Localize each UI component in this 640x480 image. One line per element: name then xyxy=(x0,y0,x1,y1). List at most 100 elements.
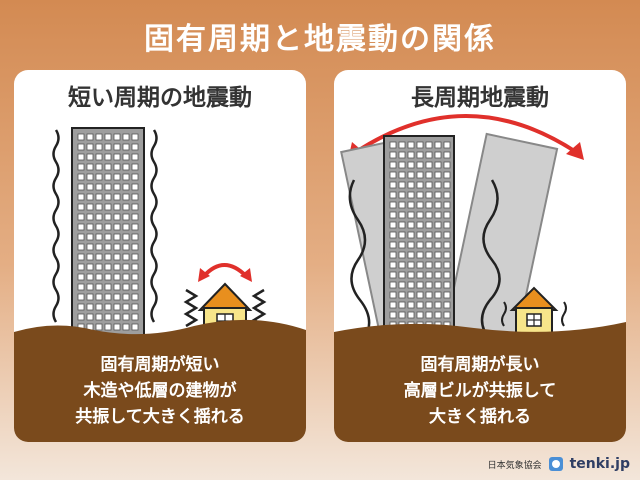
building-window xyxy=(434,211,442,219)
building-window xyxy=(443,231,451,239)
building-window xyxy=(95,303,103,311)
building-window xyxy=(416,141,424,149)
building-window xyxy=(77,233,85,241)
building-window xyxy=(113,163,121,171)
building-window xyxy=(95,263,103,271)
building-window xyxy=(77,303,85,311)
building-window xyxy=(398,251,406,259)
building-window xyxy=(407,201,415,209)
building-window xyxy=(416,221,424,229)
building-window xyxy=(122,303,130,311)
ground xyxy=(334,322,626,442)
tall-building-icon xyxy=(383,135,455,345)
building-window xyxy=(443,141,451,149)
building-window xyxy=(86,183,94,191)
building-window xyxy=(86,143,94,151)
building-window xyxy=(434,241,442,249)
building-window xyxy=(398,281,406,289)
building-window xyxy=(434,281,442,289)
building-window xyxy=(104,273,112,281)
building-window xyxy=(86,173,94,181)
building-window xyxy=(104,263,112,271)
building-window xyxy=(122,263,130,271)
building-window xyxy=(113,293,121,301)
building-window xyxy=(104,193,112,201)
building-window xyxy=(398,301,406,309)
building-window xyxy=(398,231,406,239)
building-window xyxy=(398,291,406,299)
building-window xyxy=(389,181,397,189)
building-window xyxy=(95,243,103,251)
building-window xyxy=(434,291,442,299)
building-window xyxy=(443,151,451,159)
building-window xyxy=(122,133,130,141)
building-window xyxy=(416,281,424,289)
building-window xyxy=(407,191,415,199)
building-window xyxy=(122,283,130,291)
short-period-caption: 固有周期が短い 木造や低層の建物が 共振して大きく揺れる xyxy=(14,352,306,430)
building-window xyxy=(416,181,424,189)
building-window xyxy=(434,271,442,279)
brand-name[interactable]: tenki.jp xyxy=(569,456,630,472)
building-window xyxy=(95,163,103,171)
building-window xyxy=(104,213,112,221)
building-window xyxy=(86,243,94,251)
building-window xyxy=(77,213,85,221)
building-window xyxy=(443,181,451,189)
building-window xyxy=(398,211,406,219)
tenki-logo-icon xyxy=(548,457,563,471)
building-window xyxy=(131,293,139,301)
building-window xyxy=(425,171,433,179)
building-window xyxy=(131,203,139,211)
building-window xyxy=(113,303,121,311)
building-window xyxy=(407,221,415,229)
caption-line: 大きく揺れる xyxy=(429,407,531,427)
building-window xyxy=(122,183,130,191)
building-window xyxy=(131,313,139,321)
building-window xyxy=(104,133,112,141)
building-window xyxy=(398,191,406,199)
building-window xyxy=(113,223,121,231)
building-window xyxy=(95,213,103,221)
building-window xyxy=(77,203,85,211)
building-window xyxy=(425,191,433,199)
building-window xyxy=(416,151,424,159)
building-window xyxy=(434,251,442,259)
building-window xyxy=(398,261,406,269)
building-window xyxy=(104,203,112,211)
building-window xyxy=(122,293,130,301)
building-window xyxy=(104,283,112,291)
building-window xyxy=(122,153,130,161)
building-window xyxy=(416,231,424,239)
building-window xyxy=(425,271,433,279)
short-period-heading: 短い周期の地震動 xyxy=(68,85,252,111)
building-window xyxy=(104,153,112,161)
building-window xyxy=(95,313,103,321)
building-window xyxy=(95,183,103,191)
building-window xyxy=(398,161,406,169)
building-window xyxy=(77,183,85,191)
building-window xyxy=(389,301,397,309)
building-window xyxy=(77,273,85,281)
building-window xyxy=(389,281,397,289)
building-window xyxy=(131,143,139,151)
building-window xyxy=(95,233,103,241)
building-window xyxy=(131,263,139,271)
building-window xyxy=(113,283,121,291)
building-window xyxy=(122,213,130,221)
building-window xyxy=(113,243,121,251)
building-window xyxy=(122,243,130,251)
building-window xyxy=(77,173,85,181)
building-window xyxy=(443,201,451,209)
building-window xyxy=(434,301,442,309)
building-window xyxy=(434,161,442,169)
building-window xyxy=(434,261,442,269)
building-window xyxy=(86,193,94,201)
building-window xyxy=(425,311,433,319)
building-window xyxy=(122,273,130,281)
building-window xyxy=(416,191,424,199)
building-window xyxy=(113,233,121,241)
building-window xyxy=(389,221,397,229)
building-window xyxy=(398,271,406,279)
building-window xyxy=(131,323,139,331)
